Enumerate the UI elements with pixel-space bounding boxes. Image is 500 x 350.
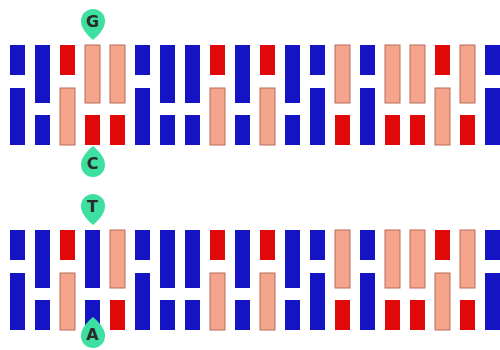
base-bar — [10, 230, 25, 260]
base-bar — [235, 115, 250, 145]
base-bar — [285, 230, 300, 288]
base-bar — [260, 230, 275, 260]
base-bar — [160, 115, 175, 145]
base-bar — [110, 45, 125, 103]
base-bar — [10, 273, 25, 330]
base-bar — [60, 273, 75, 330]
base-bar — [435, 230, 450, 260]
base-bar — [210, 45, 225, 75]
base-bar — [435, 45, 450, 75]
base-bar — [35, 230, 50, 288]
base-bar — [460, 230, 475, 288]
base-bar — [110, 300, 125, 330]
base-bar — [60, 45, 75, 75]
base-bar — [485, 273, 500, 330]
base-bar — [35, 300, 50, 330]
badge-outline — [81, 146, 105, 177]
base-bar — [285, 300, 300, 330]
base-bar — [85, 230, 100, 288]
base-bar — [85, 45, 100, 103]
base-bar — [135, 45, 150, 75]
base-bar — [35, 115, 50, 145]
base-bar — [360, 45, 375, 75]
base-bar — [10, 88, 25, 145]
base-bar — [435, 88, 450, 145]
base-bar — [385, 230, 400, 288]
base-bar — [185, 45, 200, 103]
base-bar — [110, 115, 125, 145]
base-bar — [235, 45, 250, 103]
base-bar — [60, 230, 75, 260]
base-letter: G — [80, 14, 106, 30]
base-bar — [310, 230, 325, 260]
base-bar — [335, 300, 350, 330]
base-bar — [410, 45, 425, 103]
base-bar — [335, 45, 350, 103]
base-bar — [485, 230, 500, 260]
base-bar — [160, 300, 175, 330]
base-bar — [160, 230, 175, 288]
base-letter: C — [80, 156, 106, 172]
badge-outline — [81, 317, 105, 348]
base-bar — [385, 115, 400, 145]
badge-outline — [81, 194, 105, 225]
base-bar — [460, 300, 475, 330]
base-bar — [335, 230, 350, 288]
base-bar — [460, 45, 475, 103]
base-bar — [310, 45, 325, 75]
base-bar — [335, 115, 350, 145]
base-bar — [60, 88, 75, 145]
base-bar — [135, 273, 150, 330]
base-bar — [35, 45, 50, 103]
base-bar — [285, 115, 300, 145]
base-bar — [260, 45, 275, 75]
base-bar — [360, 230, 375, 260]
base-bar — [110, 230, 125, 288]
base-bar — [310, 88, 325, 145]
base-bar — [360, 273, 375, 330]
base-bar — [410, 300, 425, 330]
base-letter: T — [80, 199, 106, 215]
base-letter: A — [80, 327, 106, 343]
base-bar — [485, 88, 500, 145]
base-bar — [185, 115, 200, 145]
base-bar — [85, 115, 100, 145]
base-bar — [135, 230, 150, 260]
base-letter-badge: C — [80, 145, 106, 177]
base-letter-badge: A — [80, 316, 106, 348]
base-bar — [310, 273, 325, 330]
base-bar — [460, 115, 475, 145]
base-bar — [210, 230, 225, 260]
base-letter-badge: G — [80, 9, 106, 41]
base-bar — [210, 88, 225, 145]
base-bar — [385, 300, 400, 330]
base-bar — [135, 88, 150, 145]
base-letter-badge: T — [80, 194, 106, 226]
base-bar — [285, 45, 300, 103]
base-bar — [260, 273, 275, 330]
base-bar — [235, 300, 250, 330]
base-bar — [435, 273, 450, 330]
base-bar — [360, 88, 375, 145]
base-bar — [410, 115, 425, 145]
base-bar — [10, 45, 25, 75]
badge-outline — [81, 9, 105, 40]
base-bar — [260, 88, 275, 145]
base-bar — [210, 273, 225, 330]
base-bar — [185, 300, 200, 330]
base-bar — [185, 230, 200, 288]
base-bar — [235, 230, 250, 288]
base-bar — [385, 45, 400, 103]
base-bar — [410, 230, 425, 288]
base-bar — [485, 45, 500, 75]
base-bar — [160, 45, 175, 103]
